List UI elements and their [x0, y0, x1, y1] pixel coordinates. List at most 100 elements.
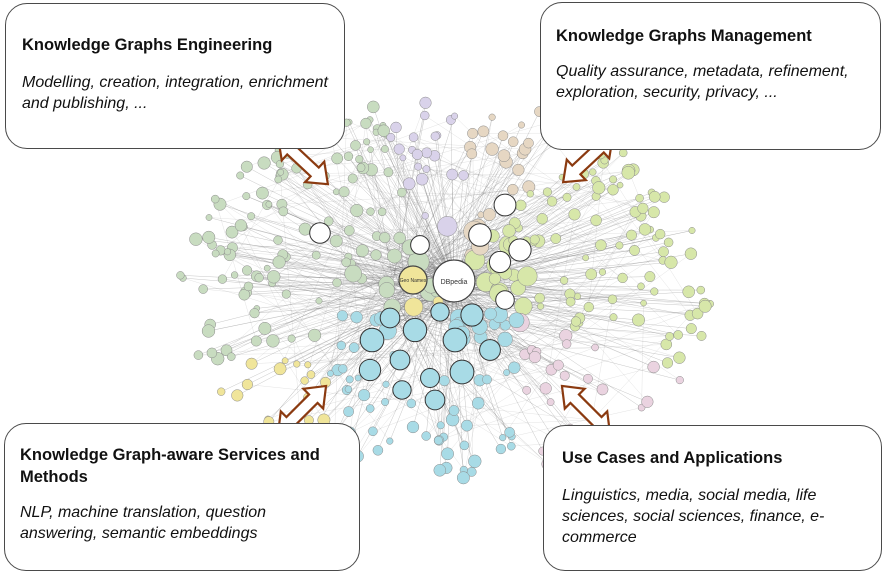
graph-node [615, 241, 624, 250]
graph-edge [279, 163, 363, 251]
graph-nodes [176, 96, 714, 485]
graph-node [626, 229, 637, 241]
graph-node [275, 160, 284, 169]
graph-node [502, 224, 516, 238]
graph-node [360, 117, 372, 129]
graph-edge [399, 307, 680, 381]
graph-node [467, 127, 479, 139]
graph-node [350, 203, 364, 218]
graph-node [414, 162, 423, 171]
graph-node [451, 112, 459, 120]
graph-node [256, 186, 269, 200]
graph-node [590, 214, 602, 227]
graph-node [238, 288, 251, 301]
graph-node [663, 237, 674, 248]
graph-node [546, 196, 558, 207]
graph-node [217, 387, 226, 396]
graph-node [402, 317, 428, 343]
graph-edge [423, 120, 558, 278]
graph-node [497, 149, 511, 163]
dbpedia-node: DBpedia [432, 259, 476, 303]
graph-node [591, 343, 599, 352]
graph-node [466, 148, 478, 160]
graph-node [419, 96, 432, 109]
graph-node [609, 313, 618, 322]
graph-edge [563, 220, 597, 281]
graph-node [503, 369, 511, 377]
graph-edge [420, 300, 698, 314]
graph-node [258, 321, 272, 335]
graph-node [559, 370, 570, 381]
graph-node [526, 190, 534, 198]
graph-edge [215, 196, 655, 254]
graph-node [607, 184, 619, 196]
graph-node [311, 250, 321, 260]
graph-node [482, 208, 496, 222]
graph-edge [308, 102, 426, 421]
graph-edge [412, 280, 455, 428]
graph-node [542, 187, 552, 197]
graph-node [675, 376, 684, 385]
graph-node [698, 299, 712, 313]
graph-node [565, 296, 576, 307]
graph-node [355, 244, 369, 258]
graph-node [688, 227, 696, 234]
applications-description: Linguistics, media, social media, life s… [562, 487, 825, 546]
graph-node [512, 163, 525, 176]
graph-node [402, 177, 416, 190]
graph-node [240, 160, 253, 173]
graph-node [468, 454, 482, 468]
graph-node [488, 272, 501, 285]
graph-node [508, 361, 521, 374]
graph-node [348, 342, 360, 353]
graph-edge [254, 300, 431, 314]
graph-node [504, 427, 515, 438]
graph-edge [483, 131, 632, 236]
graph-edge [307, 166, 455, 282]
graph-node [534, 292, 545, 304]
graph-node [559, 276, 569, 285]
graph-node [336, 310, 348, 322]
graph-node [658, 246, 669, 258]
graph-node [350, 311, 363, 324]
graph-edge [273, 211, 371, 277]
graph-node [306, 370, 316, 379]
graph-node [358, 358, 382, 382]
graph-node [211, 249, 220, 258]
graph-node [430, 131, 440, 141]
graph-node [408, 132, 419, 142]
graph-node [468, 223, 492, 247]
graph-node [247, 212, 256, 221]
graph-edge [268, 167, 363, 205]
graph-node [582, 254, 590, 262]
graph-edge [334, 122, 347, 437]
graph-edge [447, 208, 644, 454]
graph-node [655, 228, 666, 240]
graph-edge [383, 130, 455, 282]
graph-edge [358, 377, 441, 426]
graph-node [225, 225, 239, 239]
graph-node [684, 247, 698, 260]
graph-edge [372, 303, 711, 432]
graph-edge [371, 169, 455, 282]
graph-node [365, 404, 375, 413]
graph-edge [430, 141, 514, 282]
graph-node [637, 202, 649, 214]
graph-node [336, 340, 346, 351]
graph-edge [308, 280, 455, 421]
graph-node [495, 290, 515, 310]
graph-edge [450, 119, 455, 282]
graph-node [609, 175, 618, 184]
graph-node [664, 255, 678, 269]
graph-node [430, 302, 450, 322]
graph-node [202, 230, 216, 244]
graph-node [523, 137, 534, 149]
graph-node [393, 143, 405, 155]
graph-node [293, 360, 301, 368]
dbpedia-node-label: DBpedia [441, 279, 468, 286]
graph-edge [393, 317, 593, 442]
graph-edge [215, 198, 527, 391]
graph-node [461, 419, 473, 432]
graph-edge [377, 128, 455, 282]
